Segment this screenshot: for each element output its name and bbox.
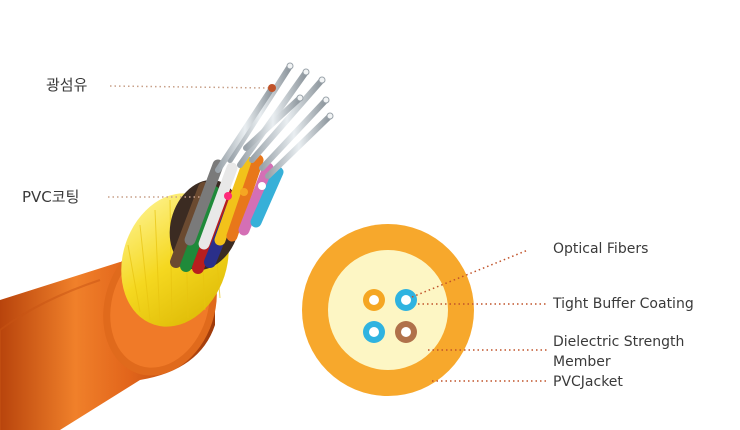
cross-fiber-orange xyxy=(363,289,385,311)
optical-fibers-leader xyxy=(411,249,529,298)
strength-member-label-line1: Dielectric Strength xyxy=(553,334,685,350)
coating-label: PVC코팅 xyxy=(22,188,80,206)
jacket-label: PVCJacket xyxy=(553,374,623,390)
strength-member-label-line2: Member xyxy=(553,354,611,370)
optical-fibers-label: Optical Fibers xyxy=(553,241,649,257)
cross-fiber-blue-bottom xyxy=(363,321,385,343)
cross-fiber-brown xyxy=(395,321,417,343)
fiber-label: 광섬유 xyxy=(46,76,88,94)
cross-section xyxy=(302,224,474,396)
fiber-leader-line xyxy=(109,85,269,89)
glass-fibers xyxy=(215,63,333,179)
buffered-fibers xyxy=(170,154,284,274)
tight-buffer-label: Tight Buffer Coating xyxy=(553,296,694,312)
cross-fiber-blue-top xyxy=(395,289,417,311)
fiber-marker-dot xyxy=(268,84,276,92)
